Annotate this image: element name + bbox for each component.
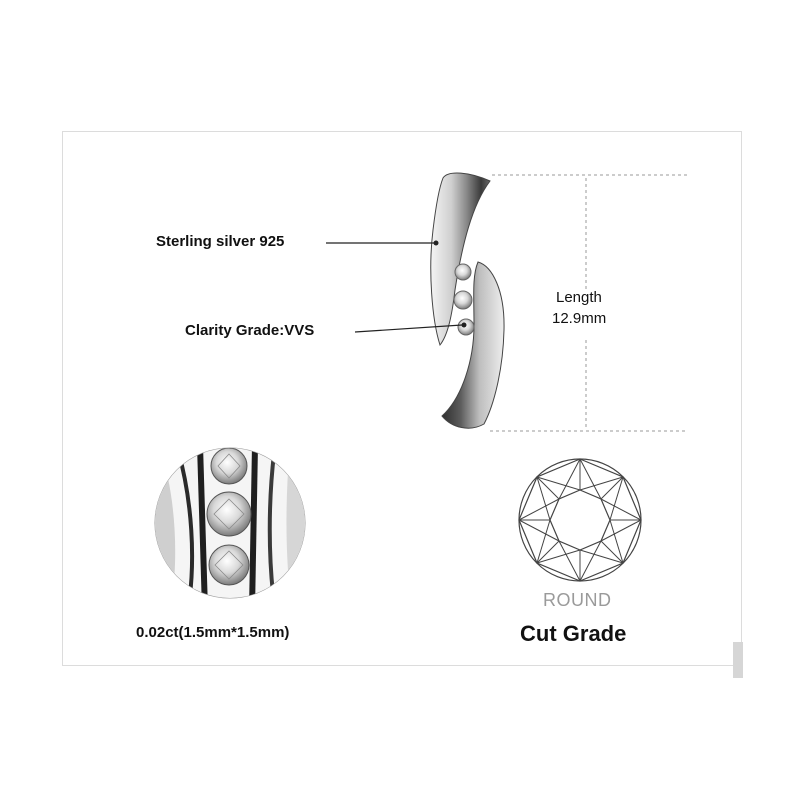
- material-label: Sterling silver 925: [156, 233, 285, 250]
- length-dimension: [490, 174, 687, 432]
- earring-lower-band: [441, 261, 505, 429]
- cut-shape-label: ROUND: [543, 590, 612, 610]
- round-cut-diagram: [518, 458, 642, 582]
- stone-size-label: 0.02ct(1.5mm*1.5mm): [136, 624, 290, 641]
- clarity-callout-line: [354, 324, 463, 333]
- earring-stone: [454, 263, 472, 281]
- clarity-label: Clarity Grade:VVS: [185, 322, 315, 339]
- earring-illustration: [430, 172, 505, 429]
- clarity-callout-dot: [461, 322, 467, 328]
- length-value: 12.9mm: [552, 310, 607, 327]
- material-callout-dot: [433, 240, 439, 246]
- earring-stone: [457, 318, 475, 336]
- length-label: Length: [556, 289, 602, 306]
- stone-zoom-detail: [154, 447, 306, 599]
- earring-stone: [453, 290, 473, 310]
- product-info-frame: [62, 131, 742, 666]
- scrollbar-thumb[interactable]: [733, 642, 743, 678]
- cut-grade-title: Cut Grade: [520, 621, 627, 646]
- earring-upper-band: [430, 172, 491, 347]
